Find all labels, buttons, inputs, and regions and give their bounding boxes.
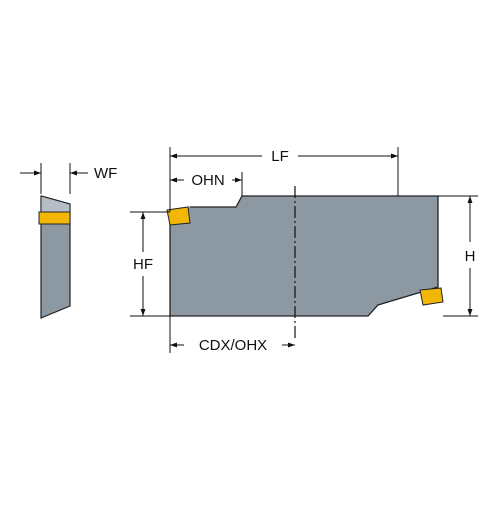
ohn-label: OHN <box>191 172 224 189</box>
insert-top-left <box>166 206 191 226</box>
side-insert <box>38 211 71 225</box>
side-view: WF <box>20 163 117 319</box>
main-view: LF OHN HF H CDX/OHX <box>130 147 478 354</box>
lf-label: LF <box>271 148 289 165</box>
insert-bottom-right <box>419 287 444 306</box>
h-label: H <box>465 248 476 265</box>
hf-label: HF <box>133 256 153 273</box>
cdx-ohx-label: CDX/OHX <box>199 337 267 354</box>
side-blade-top-face <box>40 195 71 215</box>
blade-body <box>169 195 439 317</box>
wf-label: WF <box>94 165 117 182</box>
